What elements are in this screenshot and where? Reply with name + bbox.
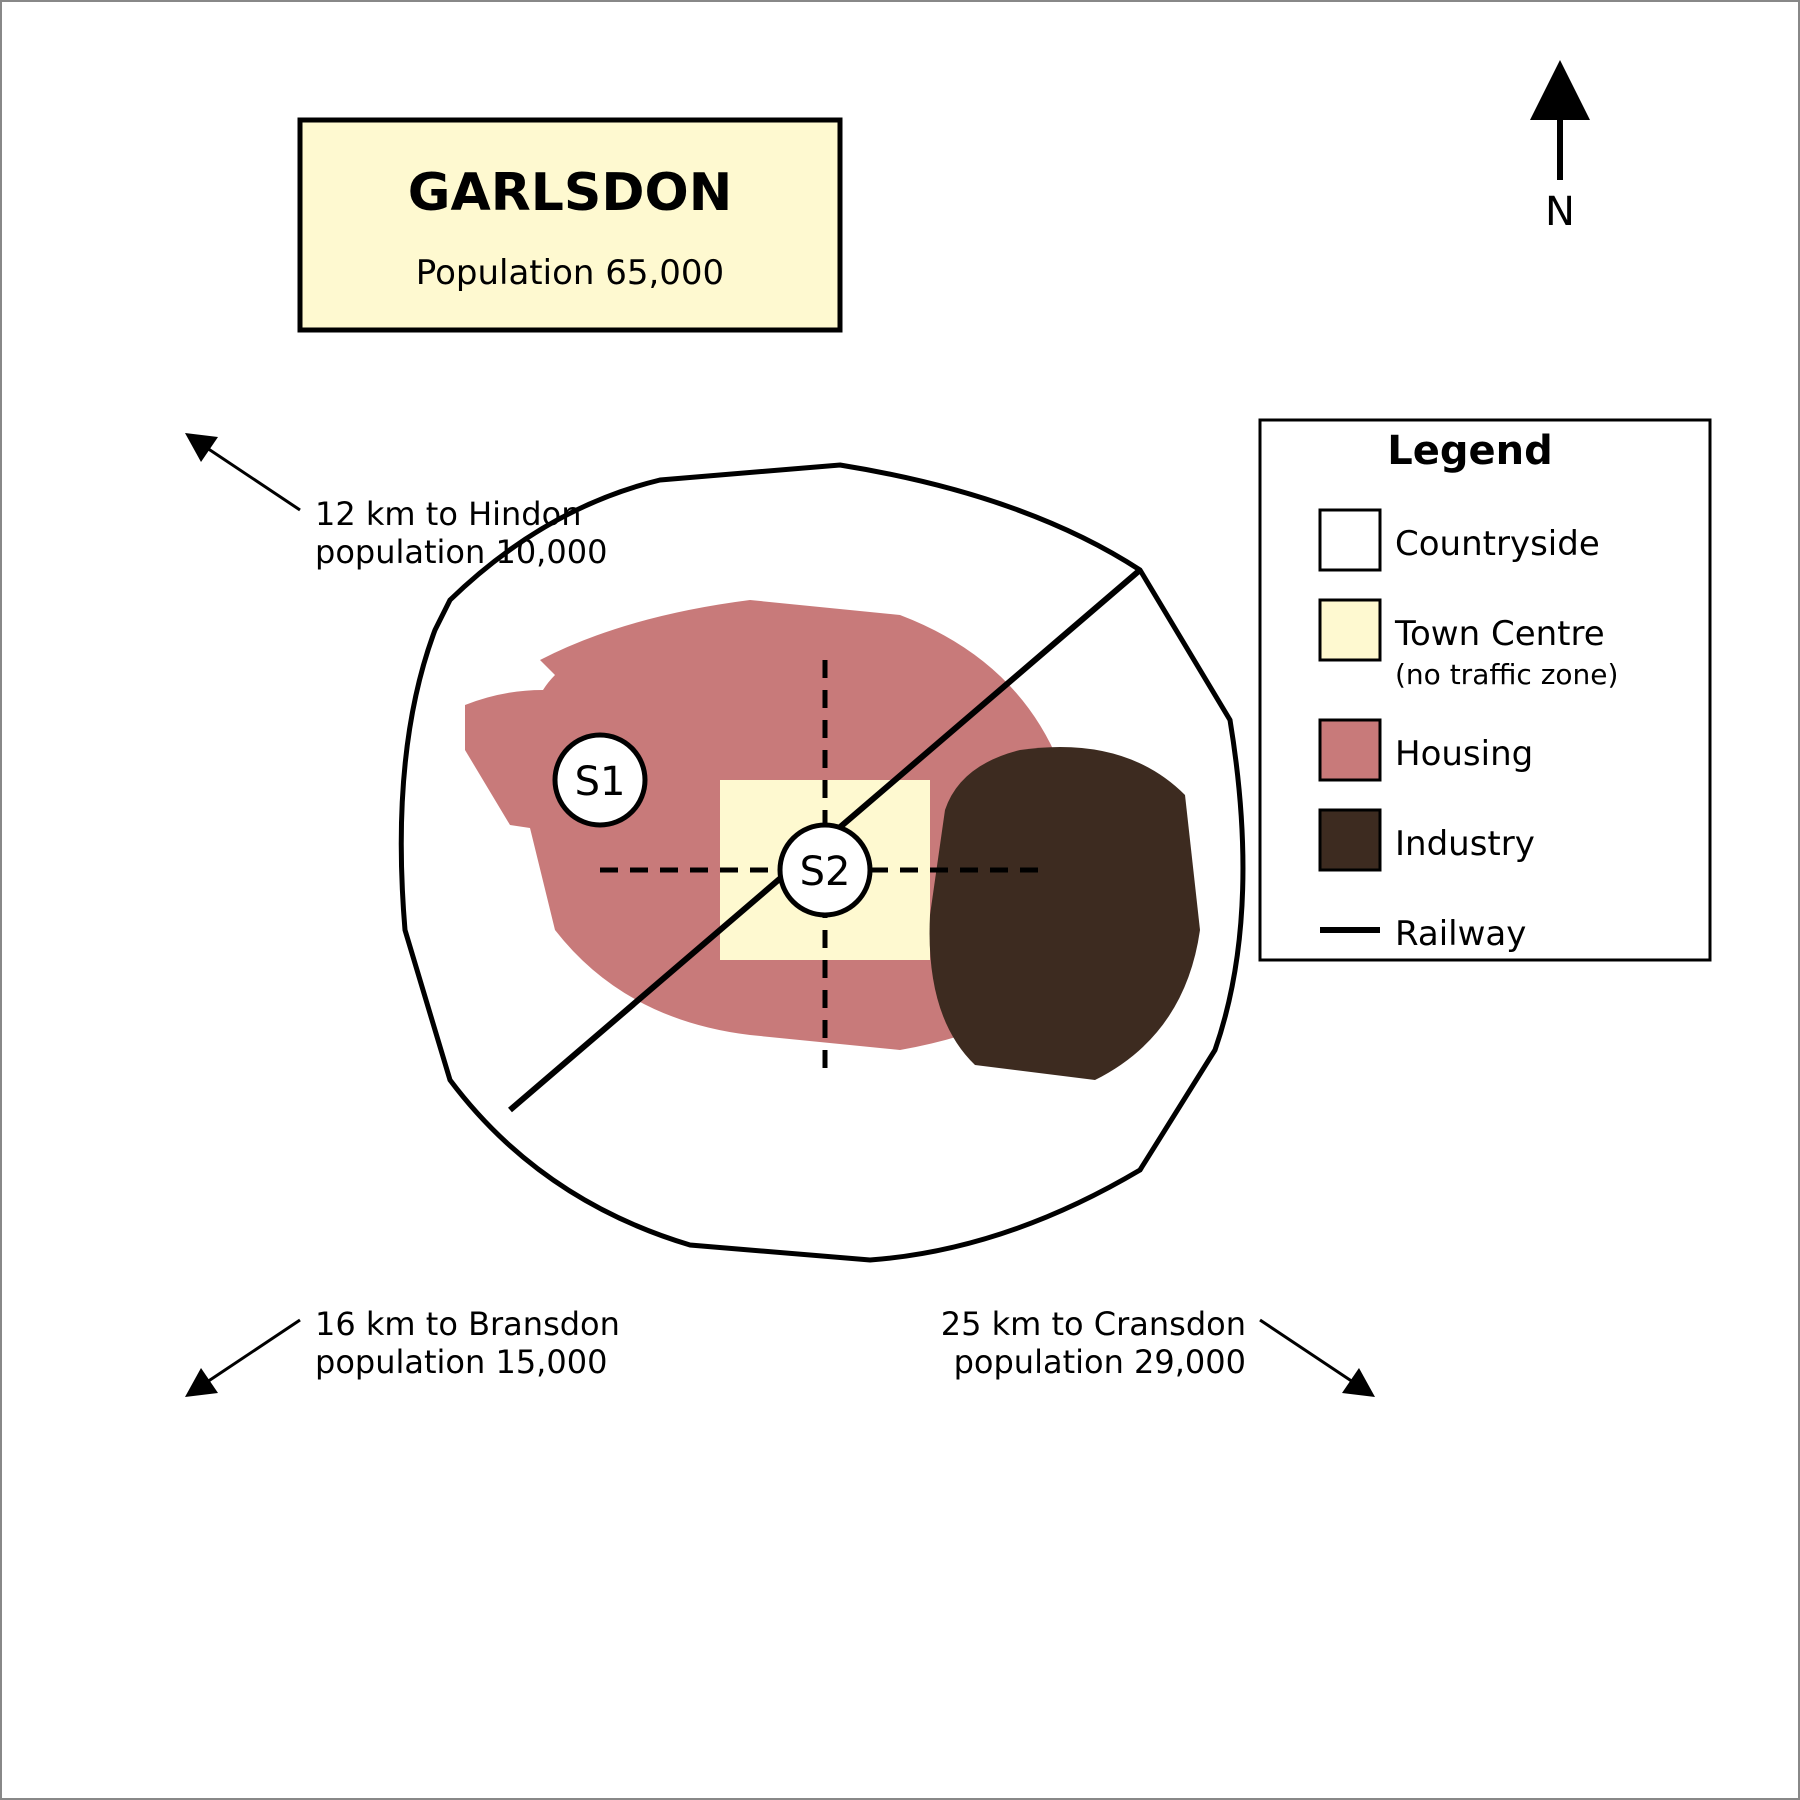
site-s2-marker	[777, 822, 873, 918]
legend-swatch-town-centre	[1318, 598, 1382, 662]
map-subtitle: Population 65,000	[416, 253, 724, 293]
destination-nw: 12 km to Hindon population 10,000	[185, 433, 607, 571]
site-s2: S2	[777, 822, 873, 918]
site-s1: S1	[552, 732, 648, 828]
industry-area	[929, 747, 1200, 1080]
arrow-nw-icon	[185, 433, 218, 462]
site-s1-marker	[552, 732, 648, 828]
destination-nw-line2: population 10,000	[315, 533, 607, 571]
legend-swatch-countryside	[1318, 508, 1382, 572]
north-arrow: N	[1530, 60, 1590, 235]
arrow-se-shaft	[1259, 1318, 1354, 1384]
destination-sw: 16 km to Bransdon population 15,000	[185, 1305, 620, 1397]
legend-label-industry: Industry	[1395, 824, 1535, 864]
north-label: N	[1545, 189, 1575, 235]
arrow-sw-icon	[185, 1368, 218, 1397]
legend-sublabel-town-centre: (no traffic zone)	[1395, 658, 1618, 691]
destination-nw-line1: 12 km to Hindon	[315, 495, 581, 533]
legend-label-railway: Railway	[1395, 914, 1526, 954]
arrow-nw-shaft	[206, 446, 301, 512]
arrow-se-icon	[1342, 1368, 1375, 1397]
legend-label-town-centre: Town Centre	[1394, 614, 1605, 654]
arrow-sw-shaft	[206, 1318, 301, 1384]
destination-se-line1: 25 km to Cransdon	[941, 1305, 1246, 1343]
legend-swatch-housing	[1318, 718, 1382, 782]
legend-label-housing: Housing	[1395, 734, 1533, 774]
map-title: GARLSDON	[408, 163, 732, 223]
destination-se: 25 km to Cransdon population 29,000	[941, 1305, 1375, 1397]
north-arrow-icon	[1530, 60, 1590, 120]
title-box: GARLSDON Population 65,000	[297, 117, 843, 333]
legend-swatch-industry	[1318, 808, 1382, 872]
legend: Legend Countryside Town Centre (no traff…	[1258, 418, 1712, 962]
legend-label-countryside: Countryside	[1395, 524, 1600, 564]
legend-title: Legend	[1387, 428, 1553, 474]
destination-sw-line2: population 15,000	[315, 1343, 607, 1381]
destination-sw-line1: 16 km to Bransdon	[315, 1305, 620, 1343]
site-s1-label: S1	[575, 759, 626, 805]
title-box-background	[297, 117, 843, 333]
site-s2-label: S2	[800, 849, 851, 895]
destination-se-line2: population 29,000	[954, 1343, 1246, 1381]
